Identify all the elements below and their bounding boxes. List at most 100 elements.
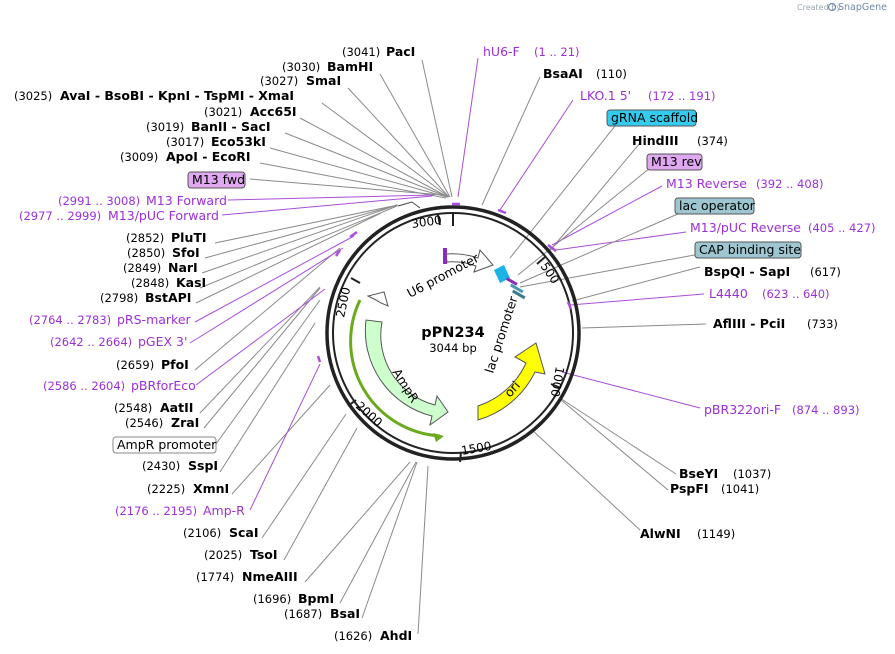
site-name-pluti[interactable]: PluTI <box>171 230 207 245</box>
right-site-labels: BsaAI (110) HindIII (374) BspQI - SapI (… <box>543 66 841 541</box>
site-name-pfoi[interactable]: PfoI <box>161 357 189 372</box>
primer-hu6-f[interactable]: hU6-F <box>483 44 520 59</box>
primer-pos: (405 .. 427) <box>808 221 876 235</box>
site-name-bamhi[interactable]: BamHI <box>327 59 373 74</box>
site-pos: (2659) <box>116 358 154 372</box>
site-name-smai[interactable]: SmaI <box>306 73 341 88</box>
m13-rev-shape <box>505 277 518 286</box>
site-pos: (3030) <box>282 60 320 74</box>
site-pos: (3009) <box>120 150 158 164</box>
feature-lac-label: lac promoter <box>482 293 521 375</box>
site-pos: (1687) <box>284 607 322 621</box>
site-pos: (374) <box>697 134 728 148</box>
m13-fwd-ring-mark <box>397 201 421 209</box>
grna-scaffold-label[interactable]: gRNA scaffold <box>611 110 698 125</box>
primer-pbrforeco[interactable]: pBRforEco <box>131 378 196 393</box>
primer-pos: (2586 .. 2604) <box>43 379 125 393</box>
site-pos: (2430) <box>142 459 180 473</box>
site-name-scai[interactable]: ScaI <box>229 525 259 540</box>
boxed-feature-labels: gRNA scaffold M13 rev lac operator CAP b… <box>112 109 802 454</box>
primer-leaders <box>189 57 705 511</box>
site-name-bsaai[interactable]: BsaAI <box>543 66 583 81</box>
left-site-leaders <box>194 59 453 635</box>
site-name-eco53ki[interactable]: Eco53kI <box>211 134 266 149</box>
primer-pbr322ori-f[interactable]: pBR322ori-F <box>704 402 781 417</box>
lac-operator-shape <box>509 283 524 294</box>
site-name-banii-saci[interactable]: BanII - SacI <box>191 119 271 134</box>
primer-m13-forward[interactable]: M13 Forward <box>146 193 227 208</box>
site-pos: (2546) <box>125 416 163 430</box>
feature-ori[interactable]: ori <box>477 342 546 421</box>
cap-binding-site-label[interactable]: CAP binding site <box>699 242 801 257</box>
cap-binding-site-box <box>694 241 802 259</box>
site-name-xmni[interactable]: XmnI <box>193 481 229 496</box>
cap-site-shape <box>511 289 526 300</box>
primer-m13-reverse[interactable]: M13 Reverse <box>666 176 747 191</box>
plasmid-length: 3044 bp <box>429 341 477 355</box>
right-site-leaders <box>481 76 707 531</box>
site-name-zrai[interactable]: ZraI <box>171 415 199 430</box>
site-name-aatii[interactable]: AatII <box>160 400 193 415</box>
site-pos: (2106) <box>183 526 221 540</box>
m13-fwd-label[interactable]: M13 fwd <box>192 172 245 187</box>
site-pos: (2849) <box>123 261 161 275</box>
primer-lko1-5[interactable]: LKO.1 5' <box>580 88 631 103</box>
site-name-nari[interactable]: NarI <box>168 260 198 275</box>
brand-snapgene: SnapGene <box>838 2 887 13</box>
site-pos: (1774) <box>196 570 234 584</box>
primer-l4440[interactable]: L4440 <box>709 286 748 301</box>
site-name-tsoi[interactable]: TsoI <box>250 547 278 562</box>
ruler-ticks <box>347 214 562 463</box>
plasmid-name: pPN234 <box>421 325 484 341</box>
m13-fwd-box <box>187 171 246 189</box>
right-primer-labels: hU6-F (1 .. 21) LKO.1 5' (172 .. 191) M1… <box>483 44 876 417</box>
primer-pos: (1 .. 21) <box>534 45 580 59</box>
backbone-inner-ring <box>332 212 574 454</box>
site-name-bstapi[interactable]: BstAPI <box>145 290 191 305</box>
site-name-bspqi-sapi[interactable]: BspQI - SapI <box>704 264 790 279</box>
ampr-primer-arrowhead <box>433 433 444 442</box>
site-pos: (3027) <box>260 74 298 88</box>
primer-m13-puc-reverse[interactable]: M13/pUC Reverse <box>690 220 801 235</box>
brand-created-by: Created by <box>797 3 841 12</box>
site-name-acc65i[interactable]: Acc65I <box>250 104 297 119</box>
site-name-apoi-ecori[interactable]: ApoI - EcoRI <box>166 149 251 164</box>
site-pos: (1626) <box>334 629 372 643</box>
site-pos: (2025) <box>204 548 242 562</box>
site-name-avai-group[interactable]: AvaI - BsoBI - KpnI - TspMI - XmaI <box>60 88 294 103</box>
site-name-pspfi[interactable]: PspFI <box>670 481 709 496</box>
site-pos: (2548) <box>114 401 152 415</box>
primer-pos: (172 .. 191) <box>648 89 716 103</box>
site-name-bpmi[interactable]: BpmI <box>298 591 334 606</box>
primer-amp-r[interactable]: Amp-R <box>203 503 245 518</box>
primer-pos: (2991 .. 3008) <box>58 194 140 208</box>
lac-operator-label[interactable]: lac operator <box>679 198 756 213</box>
feature-u6-promoter[interactable]: U6 promoter <box>404 248 494 301</box>
primer-m13-puc-forward[interactable]: M13/pUC Forward <box>108 208 219 223</box>
site-name-ahdi[interactable]: AhdI <box>380 628 412 643</box>
left-site-labels: (3041) PacI (3030) BamHI (3027) SmaI (30… <box>14 44 415 643</box>
site-name-nmeaiii[interactable]: NmeAIII <box>242 569 298 584</box>
lac-operator-box <box>674 197 755 215</box>
site-name-sspi[interactable]: SspI <box>188 458 218 473</box>
primer-prs-marker[interactable]: pRS-marker <box>117 312 192 327</box>
tick-label-1000: 1000 <box>548 365 567 398</box>
site-name-bseyi[interactable]: BseYI <box>679 466 718 481</box>
ampr-promoter-label[interactable]: AmpR promoter <box>117 437 217 452</box>
m13-rev-label[interactable]: M13 rev <box>651 154 702 169</box>
site-name-sfoi[interactable]: SfoI <box>172 245 200 260</box>
left-primer-labels: (2991 .. 3008) M13 Forward (2977 .. 2999… <box>19 193 245 518</box>
primer-pgex-3[interactable]: pGEX 3' <box>138 334 187 349</box>
site-name-hindiii[interactable]: HindIII <box>632 133 679 148</box>
site-name-afliii-pcii[interactable]: AflIII - PciI <box>713 316 785 331</box>
tick-label-2500: 2500 <box>333 286 353 319</box>
primer-pos: (874 .. 893) <box>792 403 860 417</box>
gRNA-marker <box>443 248 447 264</box>
site-name-bsai[interactable]: BsaI <box>330 606 360 621</box>
site-name-paci[interactable]: PacI <box>386 44 415 59</box>
site-name-alwni[interactable]: AlwNI <box>640 526 681 541</box>
site-pos: (2225) <box>147 482 185 496</box>
primer-pos: (2642 .. 2664) <box>50 335 132 349</box>
site-name-kasi[interactable]: KasI <box>176 275 206 290</box>
site-pos: (110) <box>596 67 627 81</box>
